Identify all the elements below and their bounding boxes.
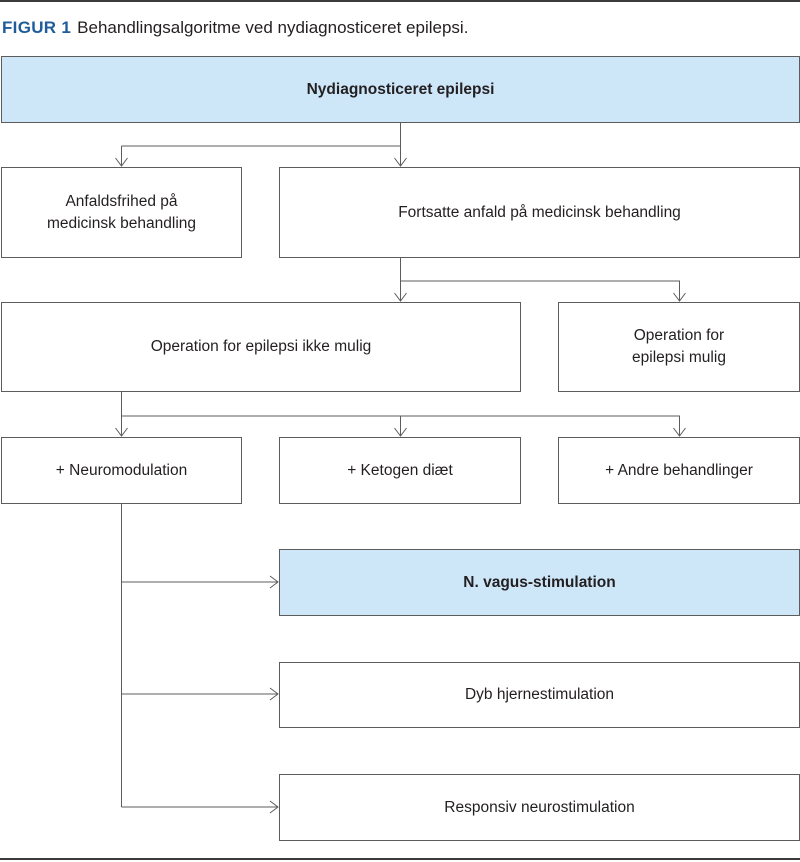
arrowhead [394, 427, 407, 437]
node-other-treatments-label: + Andre behandlinger [605, 461, 753, 479]
node-surgery-possible-line2: epilepsi mulig [632, 349, 726, 366]
connector-treatments [121, 392, 680, 436]
bottom-rule [0, 858, 800, 860]
node-neuromodulation: + Neuromodulation [1, 437, 242, 504]
figure-caption: FIGUR 1 Behandlingsalgoritme ved nydiagno… [2, 18, 468, 38]
node-surgery-not-possible: Operation for epilepsi ikke mulig [1, 302, 521, 392]
arrowhead [115, 157, 128, 167]
node-vagus-stimulation-label: N. vagus-stimulation [463, 573, 616, 591]
arrowhead [673, 292, 686, 302]
arrowhead [115, 427, 128, 437]
node-ketogenic-diet-label: + Ketogen diæt [347, 461, 453, 479]
node-vagus-stimulation: N. vagus-stimulation [279, 549, 800, 616]
node-responsive-neurostimulation: Responsiv neurostimulation [279, 774, 800, 841]
node-deep-brain-stimulation-label: Dyb hjernestimulation [464, 686, 615, 703]
arrowhead [269, 575, 279, 589]
node-neuromodulation-label: + Neuromodulation [55, 461, 188, 479]
arrowhead [394, 292, 407, 302]
connector-root [121, 122, 401, 166]
arrowhead [269, 800, 279, 814]
node-continued-seizures: Fortsatte anfald på medicinsk behandling [279, 167, 800, 258]
figure-title: Behandlingsalgoritme ved nydiagnosticere… [77, 18, 469, 37]
connector-continued [400, 258, 680, 301]
arrowhead [673, 427, 686, 437]
top-rule [0, 0, 800, 2]
connector-neuromodulation [121, 504, 278, 808]
figure-label: FIGUR 1 [2, 18, 72, 37]
arrowhead [269, 687, 279, 701]
node-newly-diagnosed-label: Nydiagnosticeret epilepsi [306, 80, 495, 98]
node-seizure-free-line2: medicinsk behandling [46, 214, 197, 232]
arrowhead [394, 157, 407, 167]
node-surgery-possible: Operation for epilepsi mulig [558, 302, 800, 392]
node-surgery-not-possible-label: Operation for epilepsi ikke mulig [150, 338, 372, 355]
node-surgery-possible-line1: Operation for [633, 327, 725, 344]
node-seizure-free: Anfaldsfrihed på medicinsk behandling [1, 167, 242, 258]
node-other-treatments: + Andre behandlinger [558, 437, 800, 504]
node-deep-brain-stimulation: Dyb hjernestimulation [279, 662, 800, 728]
node-newly-diagnosed: Nydiagnosticeret epilepsi [1, 56, 800, 123]
node-seizure-free-line1: Anfaldsfrihed på [65, 192, 178, 210]
node-ketogenic-diet: + Ketogen diæt [279, 437, 521, 504]
node-continued-seizures-label: Fortsatte anfald på medicinsk behandling [398, 203, 681, 221]
node-responsive-neurostimulation-label: Responsiv neurostimulation [444, 798, 635, 816]
